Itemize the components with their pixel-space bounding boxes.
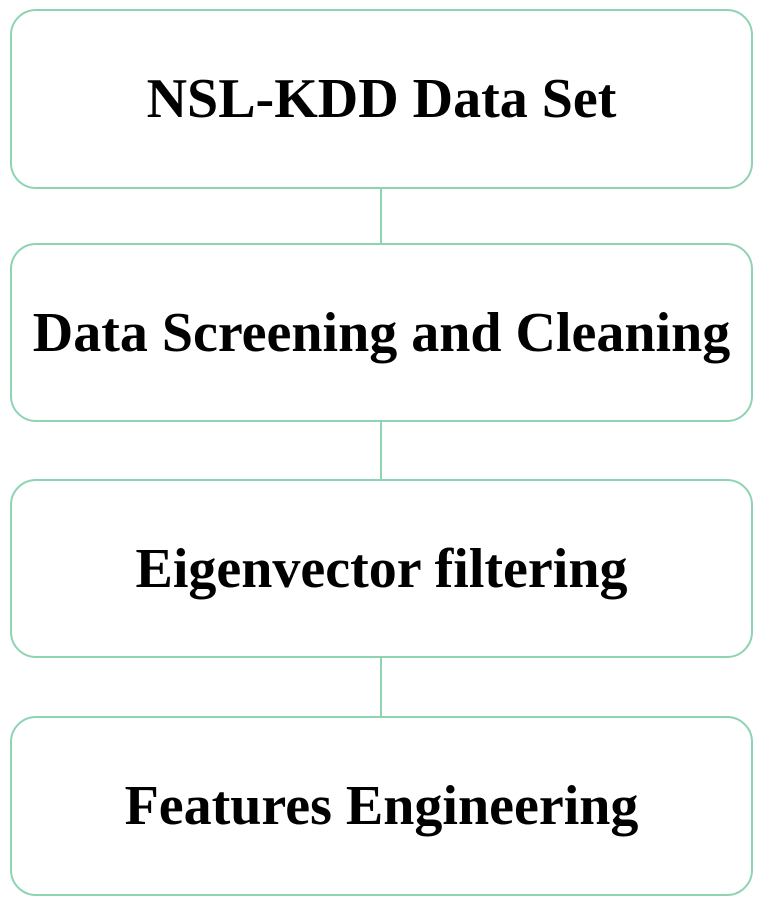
step-box-nsl-kdd-data-set: NSL-KDD Data Set [10,9,753,189]
step-label: Features Engineering [124,775,639,837]
step-box-features-engineering: Features Engineering [10,716,753,896]
connector-line [380,658,382,716]
step-label: NSL-KDD Data Set [146,68,617,130]
connector-line [380,422,382,479]
step-box-data-screening-and-cleaning: Data Screening and Cleaning [10,243,753,422]
step-label: Eigenvector filtering [135,537,628,600]
step-label: Data Screening and Cleaning [32,301,731,364]
connector-line [380,189,382,243]
step-box-eigenvector-filtering: Eigenvector filtering [10,479,753,658]
